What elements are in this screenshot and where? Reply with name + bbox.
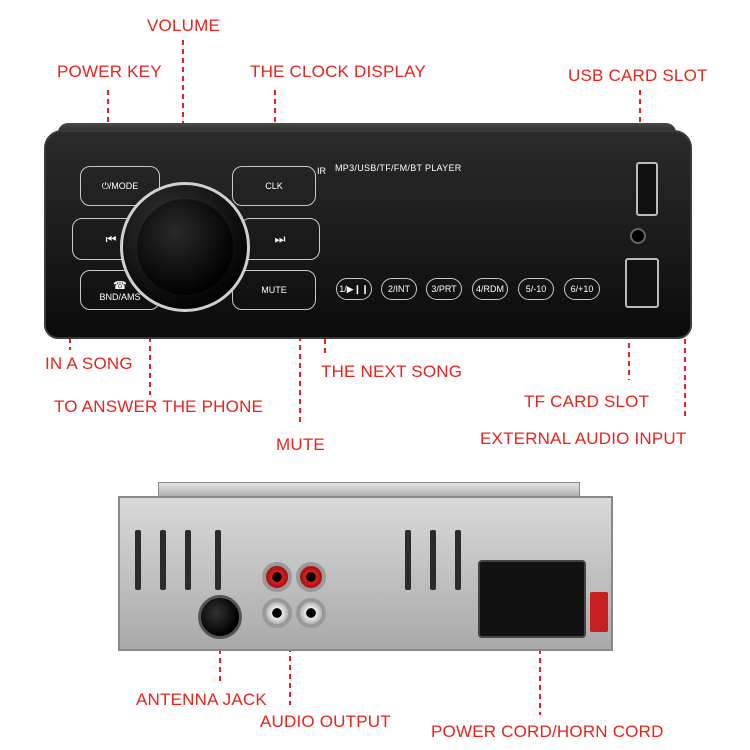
clock-display-label: THE CLOCK DISPLAY: [250, 62, 426, 81]
tf-card-slot-label: TF CARD SLOT: [524, 392, 650, 411]
next-icon: ⏭: [274, 231, 286, 246]
preset-button-4[interactable]: 4/RDM: [472, 278, 508, 300]
mute-button-label: MUTE: [261, 285, 287, 295]
vent-slot: [455, 530, 461, 590]
vent-slot: [135, 530, 141, 590]
tf-card-slot[interactable]: [625, 258, 659, 308]
audio-output-label: AUDIO OUTPUT: [260, 712, 391, 731]
power-key-label: POWER KEY: [57, 62, 162, 81]
answer-phone-label: TO ANSWER THE PHONE: [54, 397, 264, 416]
antenna-jack[interactable]: [198, 595, 242, 639]
next-button[interactable]: ⏭: [240, 218, 320, 260]
fuse: [590, 592, 608, 632]
preset-button-1[interactable]: 1/▶❙❙: [336, 278, 372, 300]
volume-knob[interactable]: [120, 182, 250, 312]
usb-slot[interactable]: [636, 162, 658, 216]
bnd-ams-label: BND/AMS: [99, 291, 141, 302]
rca-white-jack[interactable]: [296, 598, 326, 628]
external-audio-input-label: EXTERNAL AUDIO INPUT: [480, 429, 687, 448]
mode-button-label: ⏻/MODE: [101, 180, 139, 191]
next-song-label: THE NEXT SONG: [321, 362, 463, 381]
in-a-song-label: IN A SONG: [45, 354, 133, 373]
power-horn-cord-label: POWER CORD/HORN CORD: [431, 722, 664, 741]
ir-sensor-label: IR: [317, 166, 326, 176]
volume-label: VOLUME: [147, 16, 220, 35]
vent-slot: [405, 530, 411, 590]
aux-input-jack[interactable]: [630, 228, 646, 244]
rca-red-jack[interactable]: [262, 562, 292, 592]
vent-slot: [215, 530, 221, 590]
preset-button-5[interactable]: 5/-10: [518, 278, 554, 300]
phone-icon: ☎: [113, 279, 127, 292]
clk-label: CLK: [265, 181, 283, 191]
preset-button-3[interactable]: 3/PRT: [426, 278, 462, 300]
preset-button-2[interactable]: 2/INT: [381, 278, 417, 300]
model-text: MP3/USB/TF/FM/BT PLAYER: [335, 163, 462, 173]
iso-connector[interactable]: [478, 560, 586, 638]
mute-label: MUTE: [276, 435, 325, 454]
antenna-jack-label: ANTENNA JACK: [136, 690, 267, 709]
vent-slot: [160, 530, 166, 590]
prev-icon: ⏮: [105, 231, 117, 246]
vent-slot: [185, 530, 191, 590]
preset-button-6[interactable]: 6/+10: [564, 278, 600, 300]
vent-slot: [430, 530, 436, 590]
clk-button[interactable]: CLK: [232, 166, 316, 206]
mute-button[interactable]: MUTE: [232, 270, 316, 310]
rca-white-jack[interactable]: [262, 598, 292, 628]
usb-card-slot-label: USB CARD SLOT: [568, 66, 708, 85]
rca-red-jack[interactable]: [296, 562, 326, 592]
